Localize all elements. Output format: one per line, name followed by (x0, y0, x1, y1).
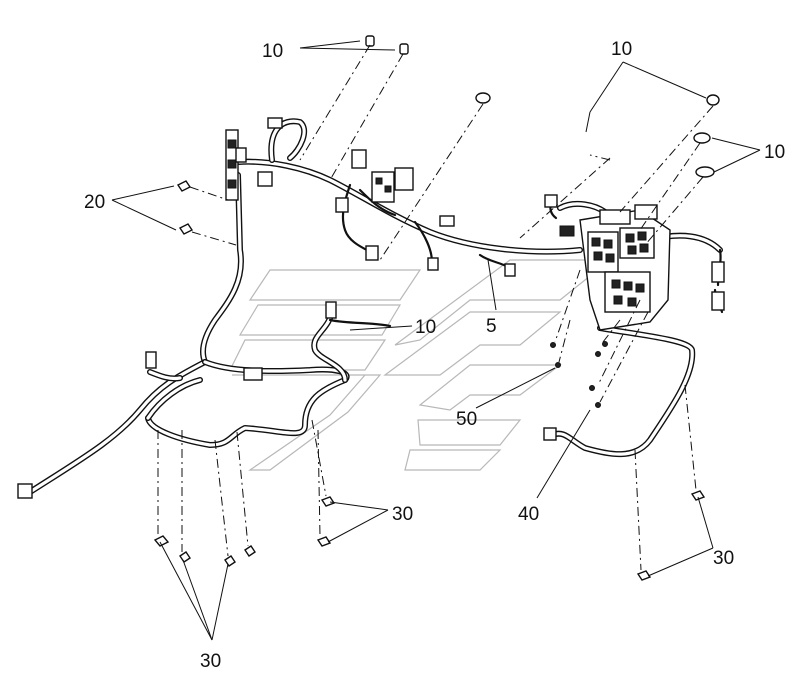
part-10-grommets (365, 35, 720, 178)
fuse-relay-box (559, 204, 671, 331)
floor-harness (27, 172, 350, 495)
center-connector-cluster (335, 149, 516, 277)
callout-50: 50 (456, 409, 477, 430)
callout-30-bottom: 30 (200, 651, 221, 672)
end-connectors (17, 194, 725, 499)
callout-10-top: 10 (262, 41, 283, 62)
harness-item-40 (549, 325, 696, 458)
callout-10-right: 10 (764, 142, 785, 163)
part-30-clips (153, 490, 706, 581)
callout-10-center: 10 (415, 317, 436, 338)
part-20-clips (176, 180, 194, 235)
callout-labels: 10 10 10 10 5 20 50 40 30 30 30 (84, 39, 785, 672)
callout-30-right: 30 (713, 548, 734, 569)
callout-5: 5 (486, 316, 497, 337)
callout-40: 40 (518, 504, 539, 525)
assembly-lines (157, 44, 714, 571)
watermark-logo (229, 259, 612, 471)
left-connector-strip (225, 117, 283, 201)
leader-lines (111, 40, 761, 641)
part-50-fasteners (550, 341, 608, 408)
callout-30-mid: 30 (392, 504, 413, 525)
callout-20: 20 (84, 192, 105, 213)
callout-10-right-top: 10 (611, 39, 632, 60)
